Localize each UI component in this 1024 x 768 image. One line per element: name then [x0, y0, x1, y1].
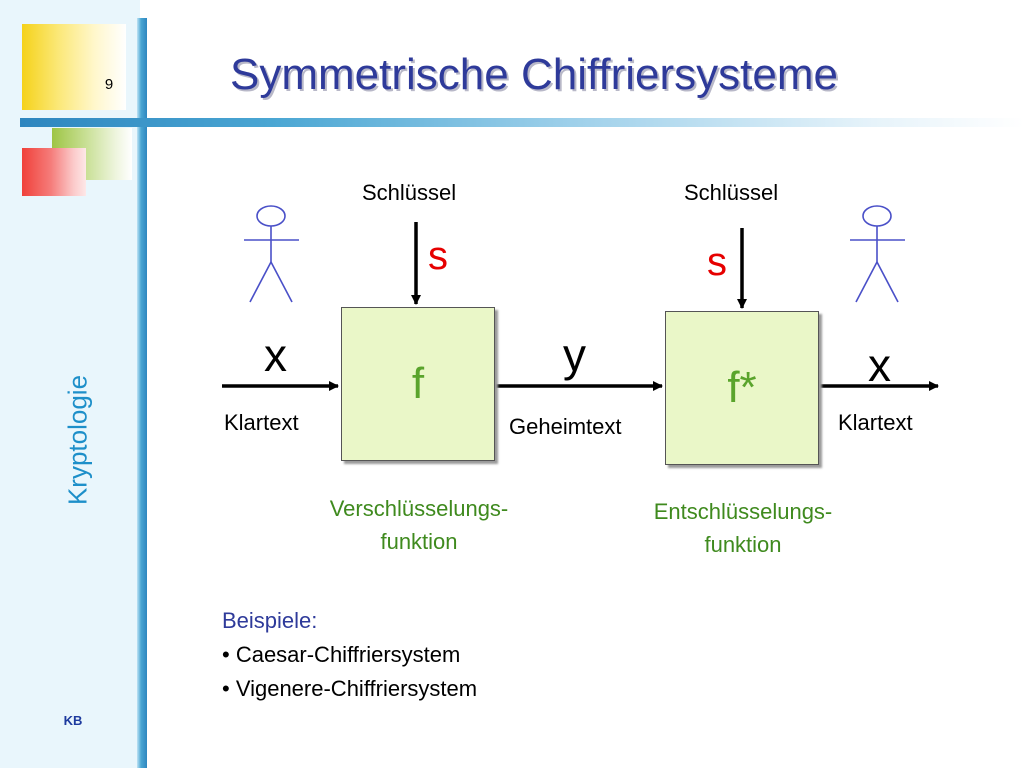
examples-block: Beispiele: • Caesar-Chiffriersystem • Vi… [222, 604, 477, 706]
decryption-caption-line1: Entschlüsselungs- [653, 499, 833, 524]
key-symbol-left: s [428, 234, 448, 278]
key-label-right: Schlüssel [684, 180, 779, 205]
horizontal-accent-bar [20, 118, 1024, 127]
decryption-caption-line2: funktion [704, 532, 782, 557]
decryption-caption: Entschlüsselungs- funktion [630, 495, 856, 561]
encryption-caption: Verschlüsselungs- funktion [308, 492, 530, 558]
author-initials: KB [63, 713, 83, 728]
decor-red-square [22, 148, 86, 196]
key-label-left: Schlüssel [362, 180, 457, 205]
decryption-box: f* [665, 311, 819, 465]
ciphertext-label: Geheimtext [509, 414, 622, 439]
input-variable: x [264, 329, 287, 381]
example-item: • Vigenere-Chiffriersystem [222, 676, 478, 702]
ciphertext-variable: y [563, 329, 586, 381]
page-number: 9 [104, 76, 114, 93]
encryption-box: f [341, 307, 495, 461]
decor-yellow-square [22, 24, 126, 110]
encryption-caption-line2: funktion [380, 529, 458, 554]
examples-heading: Beispiele: [222, 608, 318, 633]
plaintext-label-right: Klartext [838, 410, 913, 435]
vertical-accent-bar [137, 18, 147, 768]
slide-title: Symmetrische Chiffriersysteme [230, 50, 838, 99]
key-symbol-right: s [707, 240, 727, 284]
person-icon-right [850, 205, 905, 303]
output-variable: x [868, 339, 891, 391]
encryption-caption-line1: Verschlüsselungs- [329, 496, 509, 521]
plaintext-label-left: Klartext [224, 410, 299, 435]
example-item: • Caesar-Chiffriersystem [222, 642, 461, 668]
person-icon-left [244, 205, 299, 303]
